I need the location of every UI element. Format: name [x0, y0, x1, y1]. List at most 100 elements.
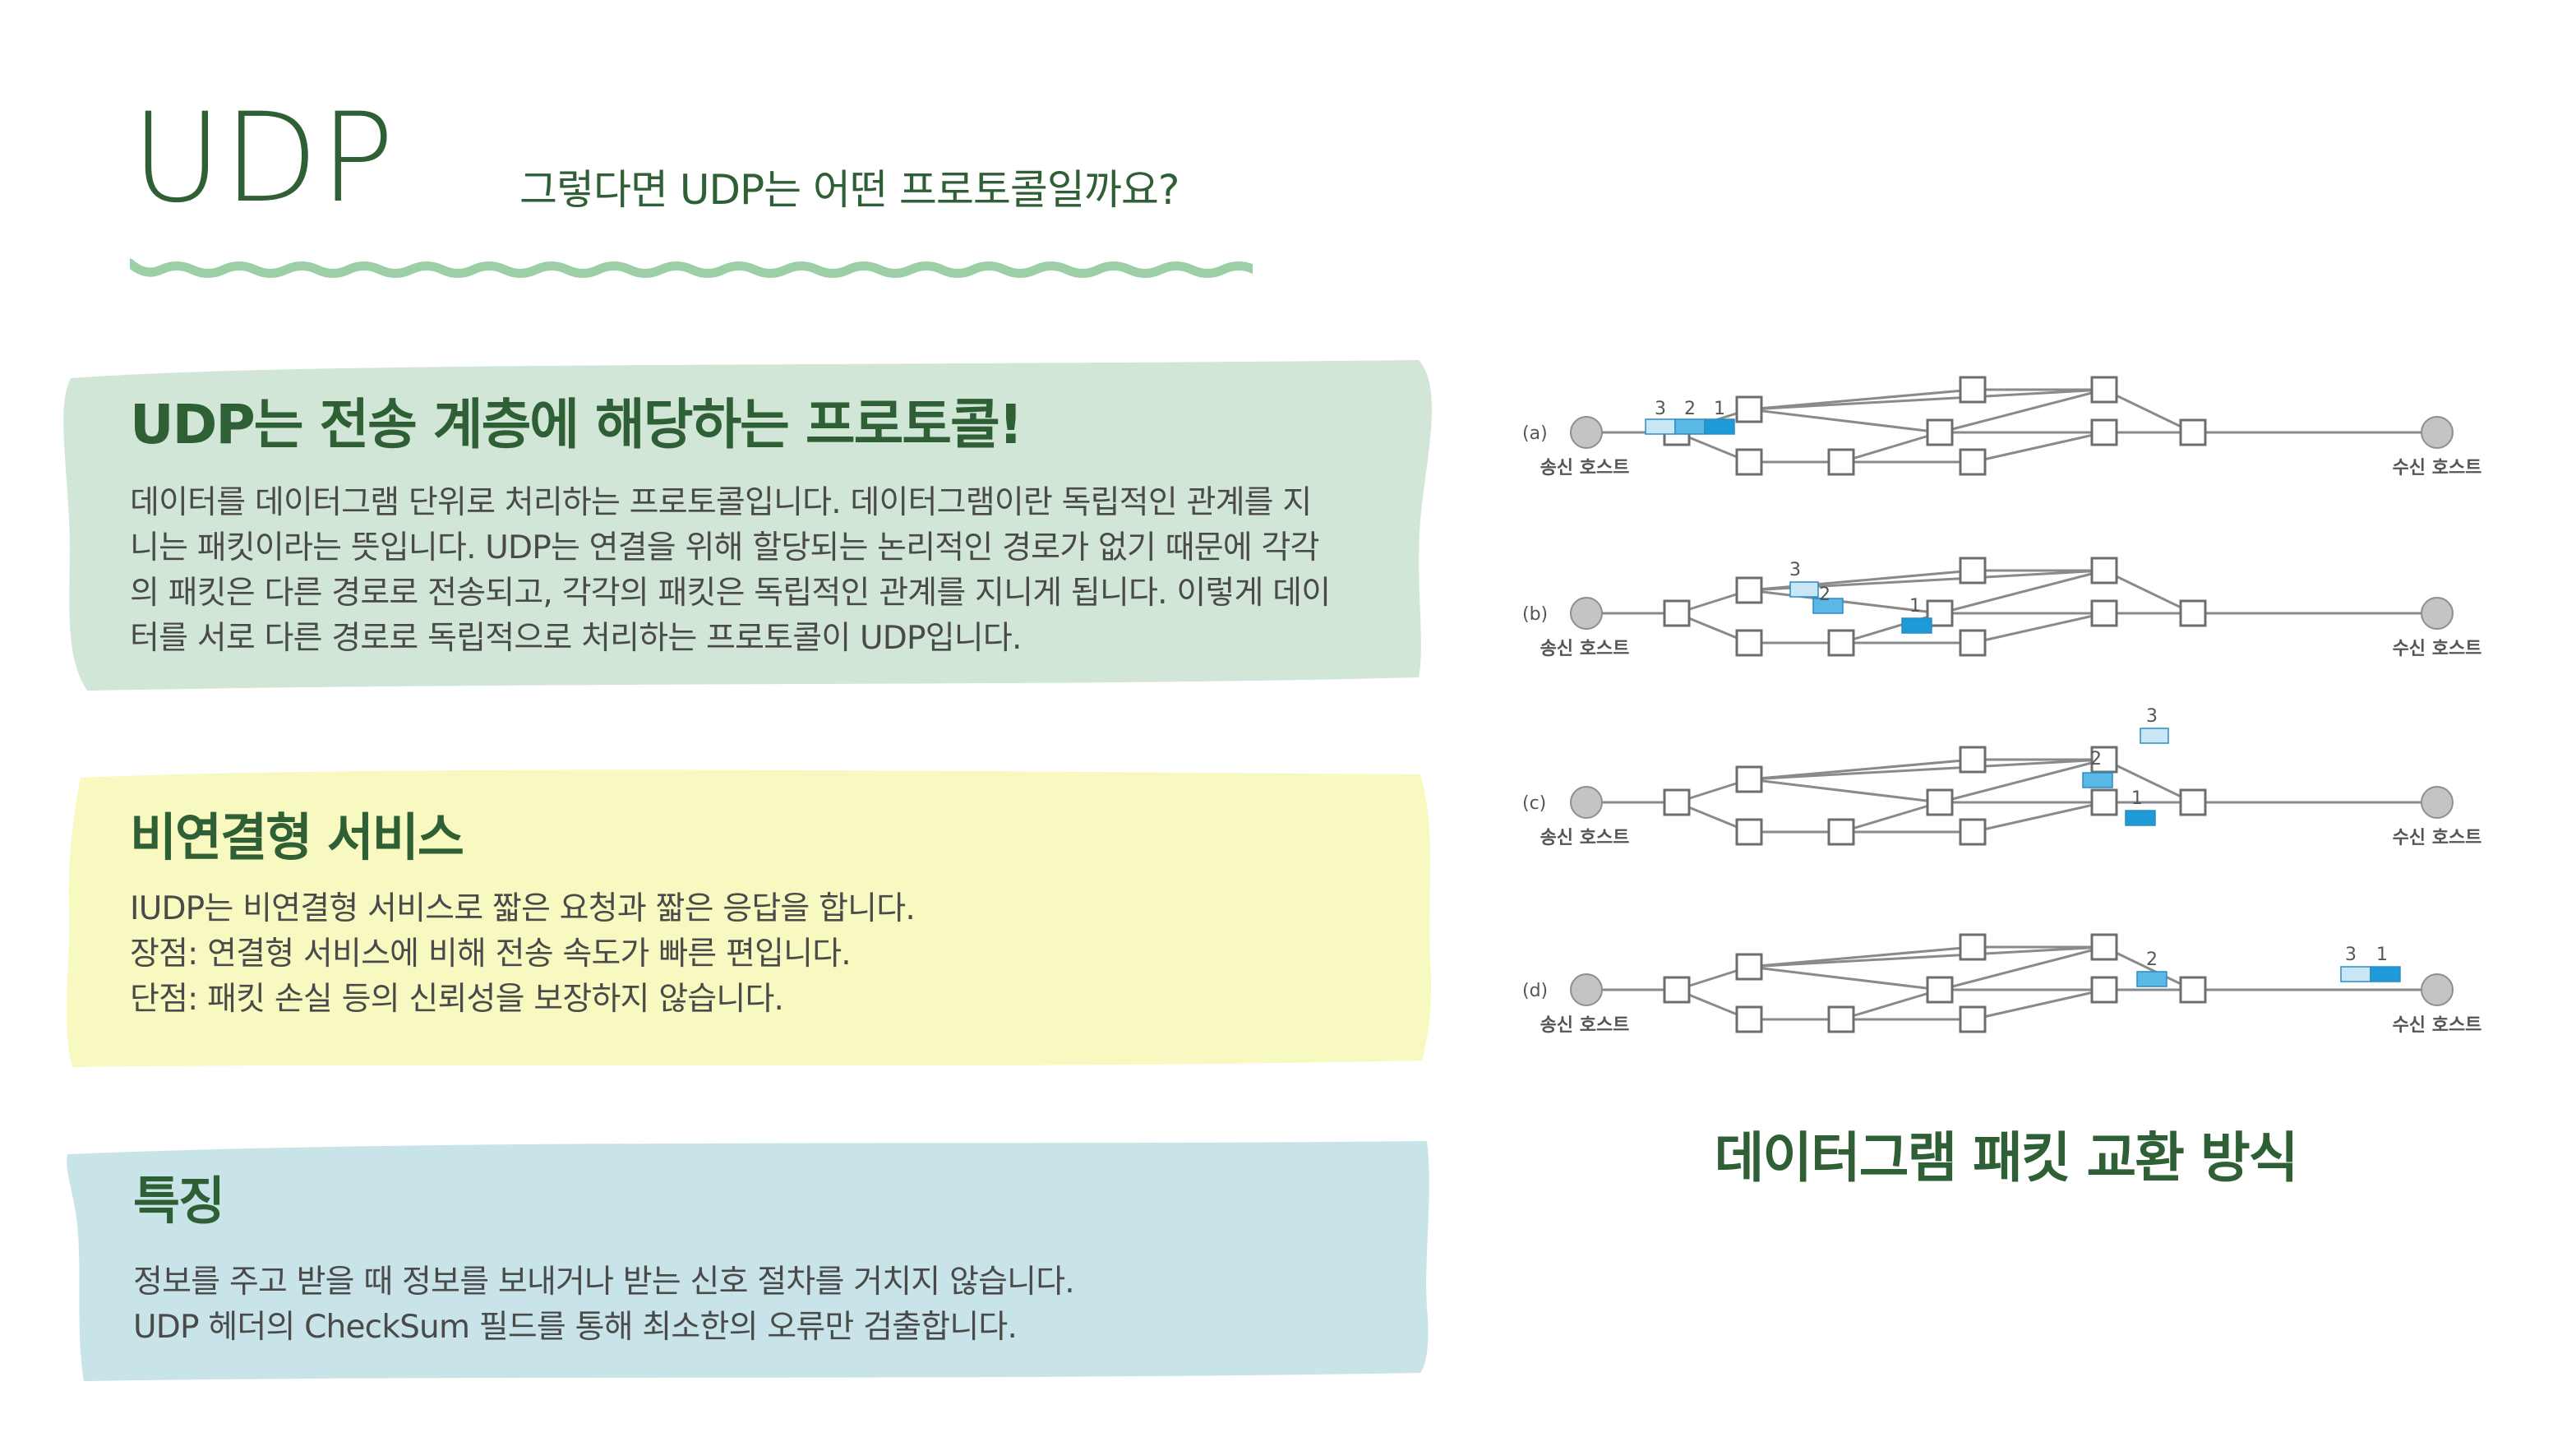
- page-subtitle: 그렇다면 UDP는 어떤 프로토콜일까요?: [519, 166, 1180, 214]
- router-node: [1827, 448, 1855, 476]
- router-node: [1926, 788, 1954, 816]
- router-node: [2090, 788, 2118, 816]
- packet: [2125, 810, 2156, 826]
- router-node: [1926, 418, 1954, 446]
- section-text-line: IUDP는 비연결형 서비스로 짧은 요청과 짧은 응답을 합니다.: [130, 890, 916, 927]
- router-node: [1735, 818, 1763, 846]
- router-node: [1959, 746, 1987, 774]
- section-text-line: 데이터를 데이터그램 단위로 처리하는 프로토콜입니다. 데이터그램이란 독립적…: [130, 484, 1312, 521]
- packet-number: 3: [1655, 399, 1666, 419]
- router-node: [1827, 629, 1855, 657]
- panel-label: (a): [1522, 423, 1548, 444]
- router-node: [1663, 599, 1691, 627]
- section-heading: 특징: [133, 1171, 225, 1231]
- network-link: [1840, 801, 1941, 834]
- router-node: [1959, 557, 1987, 585]
- section-card-protocol: UDP는 전송 계층에 해당하는 프로토콜! 데이터를 데이터그램 단위로 처리…: [54, 355, 1438, 694]
- packet: [1901, 617, 1932, 634]
- packet: [2136, 971, 2167, 987]
- network-link: [2103, 388, 2194, 434]
- page-title: UDP: [132, 87, 396, 230]
- receiver-host-node: [2421, 597, 2454, 630]
- section-text-line: 단점: 패킷 손실 등의 신뢰성을 보장하지 않습니다.: [130, 981, 784, 1018]
- router-node: [2179, 788, 2207, 816]
- packet-number: 2: [2146, 950, 2158, 970]
- packet: [2340, 966, 2371, 982]
- packet: [1812, 598, 1844, 614]
- packet-number: 1: [2131, 788, 2143, 809]
- sender-host-node: [1570, 786, 1603, 819]
- section-heading: 비연결형 서비스: [130, 807, 464, 867]
- wave-divider: [130, 258, 1253, 278]
- router-node: [1959, 933, 1987, 961]
- section-heading: UDP는 전송 계층에 해당하는 프로토콜!: [130, 393, 1023, 456]
- panel-label: (d): [1522, 981, 1548, 1001]
- network-link: [1840, 431, 1941, 464]
- network-link: [1840, 988, 1941, 1021]
- section-card-features: 특징 정보를 주고 받을 때 정보를 보내거나 받는 신호 절차를 거치지 않습…: [59, 1134, 1433, 1383]
- packet-number: 2: [2090, 749, 2102, 769]
- sender-label: 송신 호스트: [1540, 1015, 1630, 1036]
- packet-number: 2: [1819, 585, 1830, 605]
- network-link: [1748, 778, 1941, 804]
- network-link: [1748, 388, 2105, 411]
- router-node: [1827, 818, 1855, 846]
- network-link: [1748, 408, 1941, 434]
- section-text-line: 니는 패킷이라는 뜻입니다. UDP는 연결을 위해 할당되는 논리적인 경로가…: [130, 529, 1319, 566]
- packet: [1704, 418, 1735, 435]
- section-text-line: UDP 헤더의 CheckSum 필드를 통해 최소한의 오류만 검출합니다.: [133, 1309, 1018, 1346]
- section-text-line: 장점: 연결형 서비스에 비해 전송 속도가 빠른 편입니다.: [130, 936, 852, 973]
- packet: [2370, 966, 2401, 982]
- section-text-line: 터를 서로 다른 경로로 독립적으로 처리하는 프로토콜이 UDP입니다.: [130, 620, 1022, 657]
- sender-host-node: [1570, 416, 1603, 449]
- network-link: [1939, 388, 2105, 434]
- packet: [2140, 728, 2169, 744]
- packet-number: 2: [1684, 399, 1696, 419]
- packet: [1674, 418, 1706, 435]
- router-node: [2090, 976, 2118, 1004]
- receiver-label: 수신 호스트: [2393, 828, 2482, 848]
- network-link: [1972, 801, 2105, 834]
- router-node: [1735, 576, 1763, 604]
- router-node: [2179, 599, 2207, 627]
- sender-host-node: [1570, 597, 1603, 630]
- card-background: [63, 360, 1432, 691]
- card-background: [67, 769, 1432, 1067]
- packet-number: 1: [2376, 945, 2388, 965]
- router-node: [1959, 1005, 1987, 1033]
- router-node: [1959, 448, 1987, 476]
- network-link: [1748, 945, 2105, 968]
- router-node: [2090, 376, 2118, 404]
- network-link: [1939, 569, 2105, 615]
- network-link: [1748, 965, 1941, 991]
- router-node: [1663, 976, 1691, 1004]
- router-node: [1663, 788, 1691, 816]
- network-link: [2103, 569, 2194, 615]
- packet: [2082, 772, 2113, 788]
- section-card-connectionless: 비연결형 서비스 IUDP는 비연결형 서비스로 짧은 요청과 짧은 응답을 합…: [59, 763, 1433, 1069]
- router-node: [1735, 448, 1763, 476]
- router-node: [2090, 557, 2118, 585]
- section-text-line: 정보를 주고 받을 때 정보를 보내거나 받는 신호 절차를 거치지 않습니다.: [133, 1264, 1075, 1301]
- router-node: [2179, 976, 2207, 1004]
- router-node: [1735, 1005, 1763, 1033]
- receiver-label: 수신 호스트: [2393, 639, 2482, 659]
- panel-label: (c): [1522, 793, 1546, 814]
- network-link: [1748, 589, 1941, 615]
- receiver-label: 수신 호스트: [2393, 458, 2482, 478]
- network-link: [1972, 988, 2105, 1021]
- network-link: [1939, 945, 2105, 991]
- receiver-host-node: [2421, 973, 2454, 1006]
- router-node: [1735, 629, 1763, 657]
- network-link: [2103, 758, 2194, 804]
- packet-number: 3: [2146, 706, 2158, 727]
- network-link: [1939, 758, 2105, 804]
- router-node: [1959, 376, 1987, 404]
- router-node: [1959, 629, 1987, 657]
- receiver-label: 수신 호스트: [2393, 1015, 2482, 1036]
- packet: [1789, 581, 1819, 598]
